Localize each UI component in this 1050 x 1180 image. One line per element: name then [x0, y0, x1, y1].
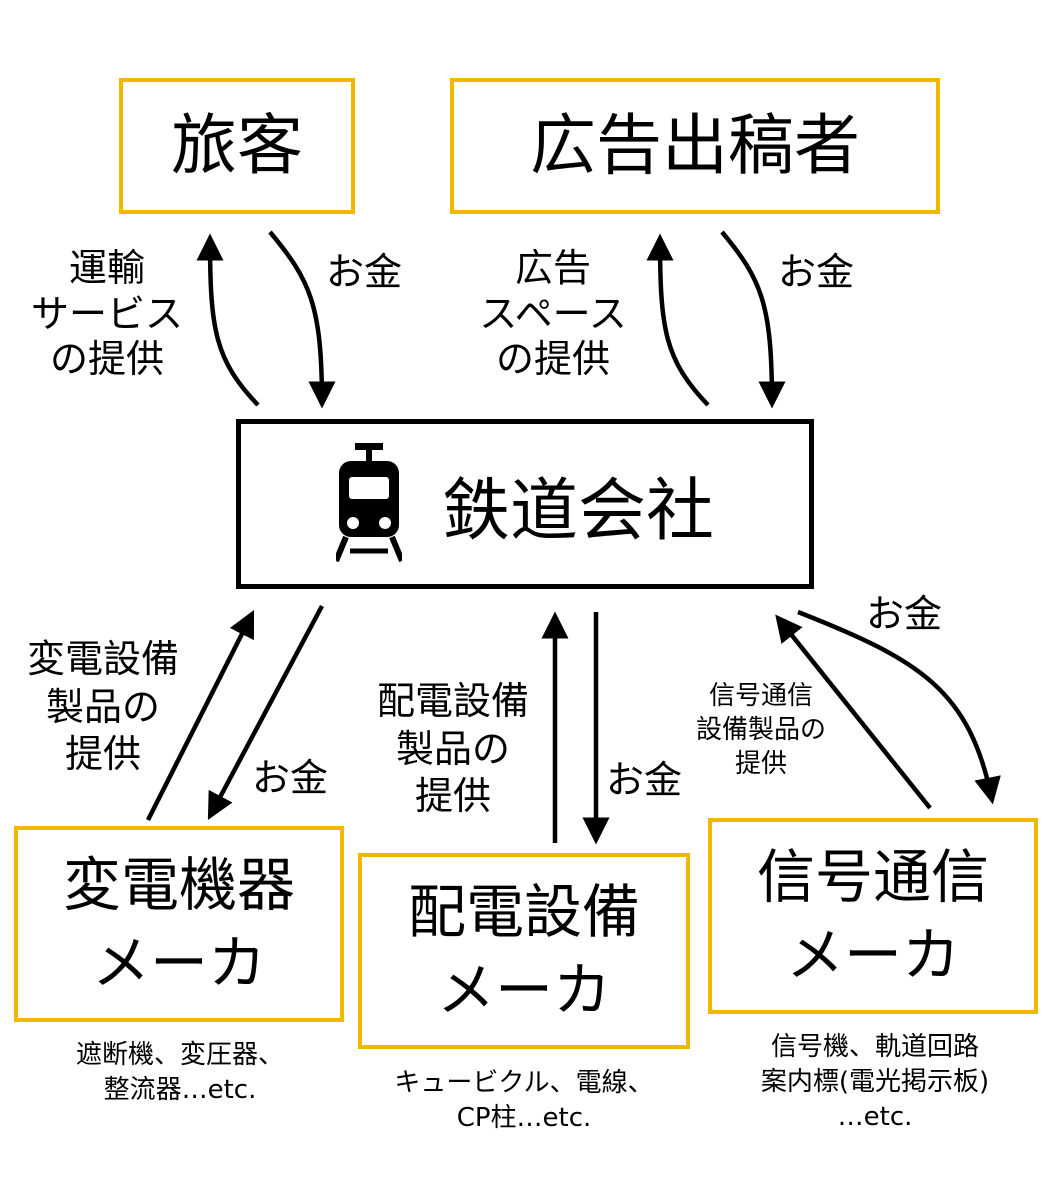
signal-products-label: 信号通信 設備製品の 提供	[676, 680, 846, 781]
arrow-passenger-service	[196, 233, 260, 407]
substation-products-line1: 変電設備	[26, 637, 179, 681]
substation-maker-line2: メーカ	[91, 929, 266, 997]
arrow-ad-money	[720, 230, 786, 409]
signal-maker-line2: メーカ	[785, 921, 960, 989]
signal-examples: 信号機、軌道回路 案内標(電光掲示板) …etc.	[710, 1030, 1040, 1135]
signal-products-line2: 設備製品の	[695, 714, 826, 745]
arrow-signal-money	[797, 609, 1001, 805]
railway-company-box: 鉄道会社	[236, 419, 814, 589]
arrow-passenger-money	[268, 230, 336, 409]
substation-products-line3: 提供	[64, 732, 141, 776]
advertiser-label: 広告出稿者	[530, 107, 860, 185]
ad-money-label: お金	[778, 250, 855, 294]
substation-examples-line2: 整流器…etc.	[103, 1075, 257, 1106]
arrow-substation-products	[145, 609, 255, 822]
passenger-service-line2: サービス	[30, 291, 183, 336]
signal-products-line3: 提供	[734, 748, 787, 779]
substation-maker-line1: 変電機器	[62, 850, 295, 919]
signal-examples-line1: 信号機、軌道回路	[770, 1032, 979, 1062]
passenger-box: 旅客	[119, 78, 355, 214]
distribution-products-label: 配電設備 製品の 提供	[358, 678, 548, 821]
distribution-examples-line2: CP柱…etc.	[456, 1103, 592, 1134]
distribution-products-line3: 提供	[414, 774, 491, 818]
substation-examples-line1: 遮断機、変圧器、	[75, 1040, 284, 1070]
arrow-ad-space	[646, 233, 710, 407]
railway-company-label: 鉄道会社	[441, 471, 714, 551]
ad-space-line3: の提供	[495, 337, 610, 382]
arrow-substation-money	[207, 604, 324, 820]
substation-products-line2: 製品の	[45, 684, 160, 729]
distribution-maker-box: 配電設備 メーカ	[358, 853, 690, 1049]
distribution-products-line1: 配電設備	[376, 679, 529, 723]
substation-examples: 遮断機、変圧器、 整流器…etc.	[20, 1038, 340, 1108]
passenger-service-label: 運輸 サービス の提供	[12, 246, 202, 383]
passenger-service-line3: の提供	[49, 337, 164, 382]
signal-examples-line2: 案内標(電光掲示板)	[760, 1067, 990, 1098]
distribution-maker-line1: 配電設備	[407, 877, 640, 946]
signal-money-label: お金	[866, 592, 943, 636]
passenger-money-label: お金	[326, 250, 403, 294]
distribution-products-line2: 製品の	[395, 726, 510, 771]
substation-products-label: 変電設備 製品の 提供	[8, 636, 198, 779]
distribution-examples: キュービクル、電線、 CP柱…etc.	[352, 1066, 696, 1136]
distribution-examples-line1: キュービクル、電線、	[394, 1068, 654, 1098]
passenger-service-line1: 運輸	[68, 246, 145, 290]
arrow-signal-products	[775, 614, 932, 810]
signal-products-line1: 信号通信	[708, 681, 813, 711]
signal-maker-line1: 信号通信	[756, 842, 989, 911]
train-icon	[333, 441, 405, 567]
ad-space-line1: 広告	[514, 246, 591, 290]
passenger-label: 旅客	[171, 107, 303, 185]
distribution-maker-line2: メーカ	[436, 956, 611, 1024]
distribution-money-label: お金	[606, 758, 683, 802]
substation-maker-box: 変電機器 メーカ	[14, 826, 344, 1022]
signal-maker-box: 信号通信 メーカ	[708, 818, 1038, 1014]
signal-examples-line3: …etc.	[837, 1102, 913, 1133]
ad-space-line2: スペース	[479, 291, 627, 336]
advertiser-box: 広告出稿者	[450, 78, 940, 214]
ad-space-label: 広告 スペース の提供	[458, 246, 648, 383]
substation-money-label: お金	[252, 756, 329, 800]
